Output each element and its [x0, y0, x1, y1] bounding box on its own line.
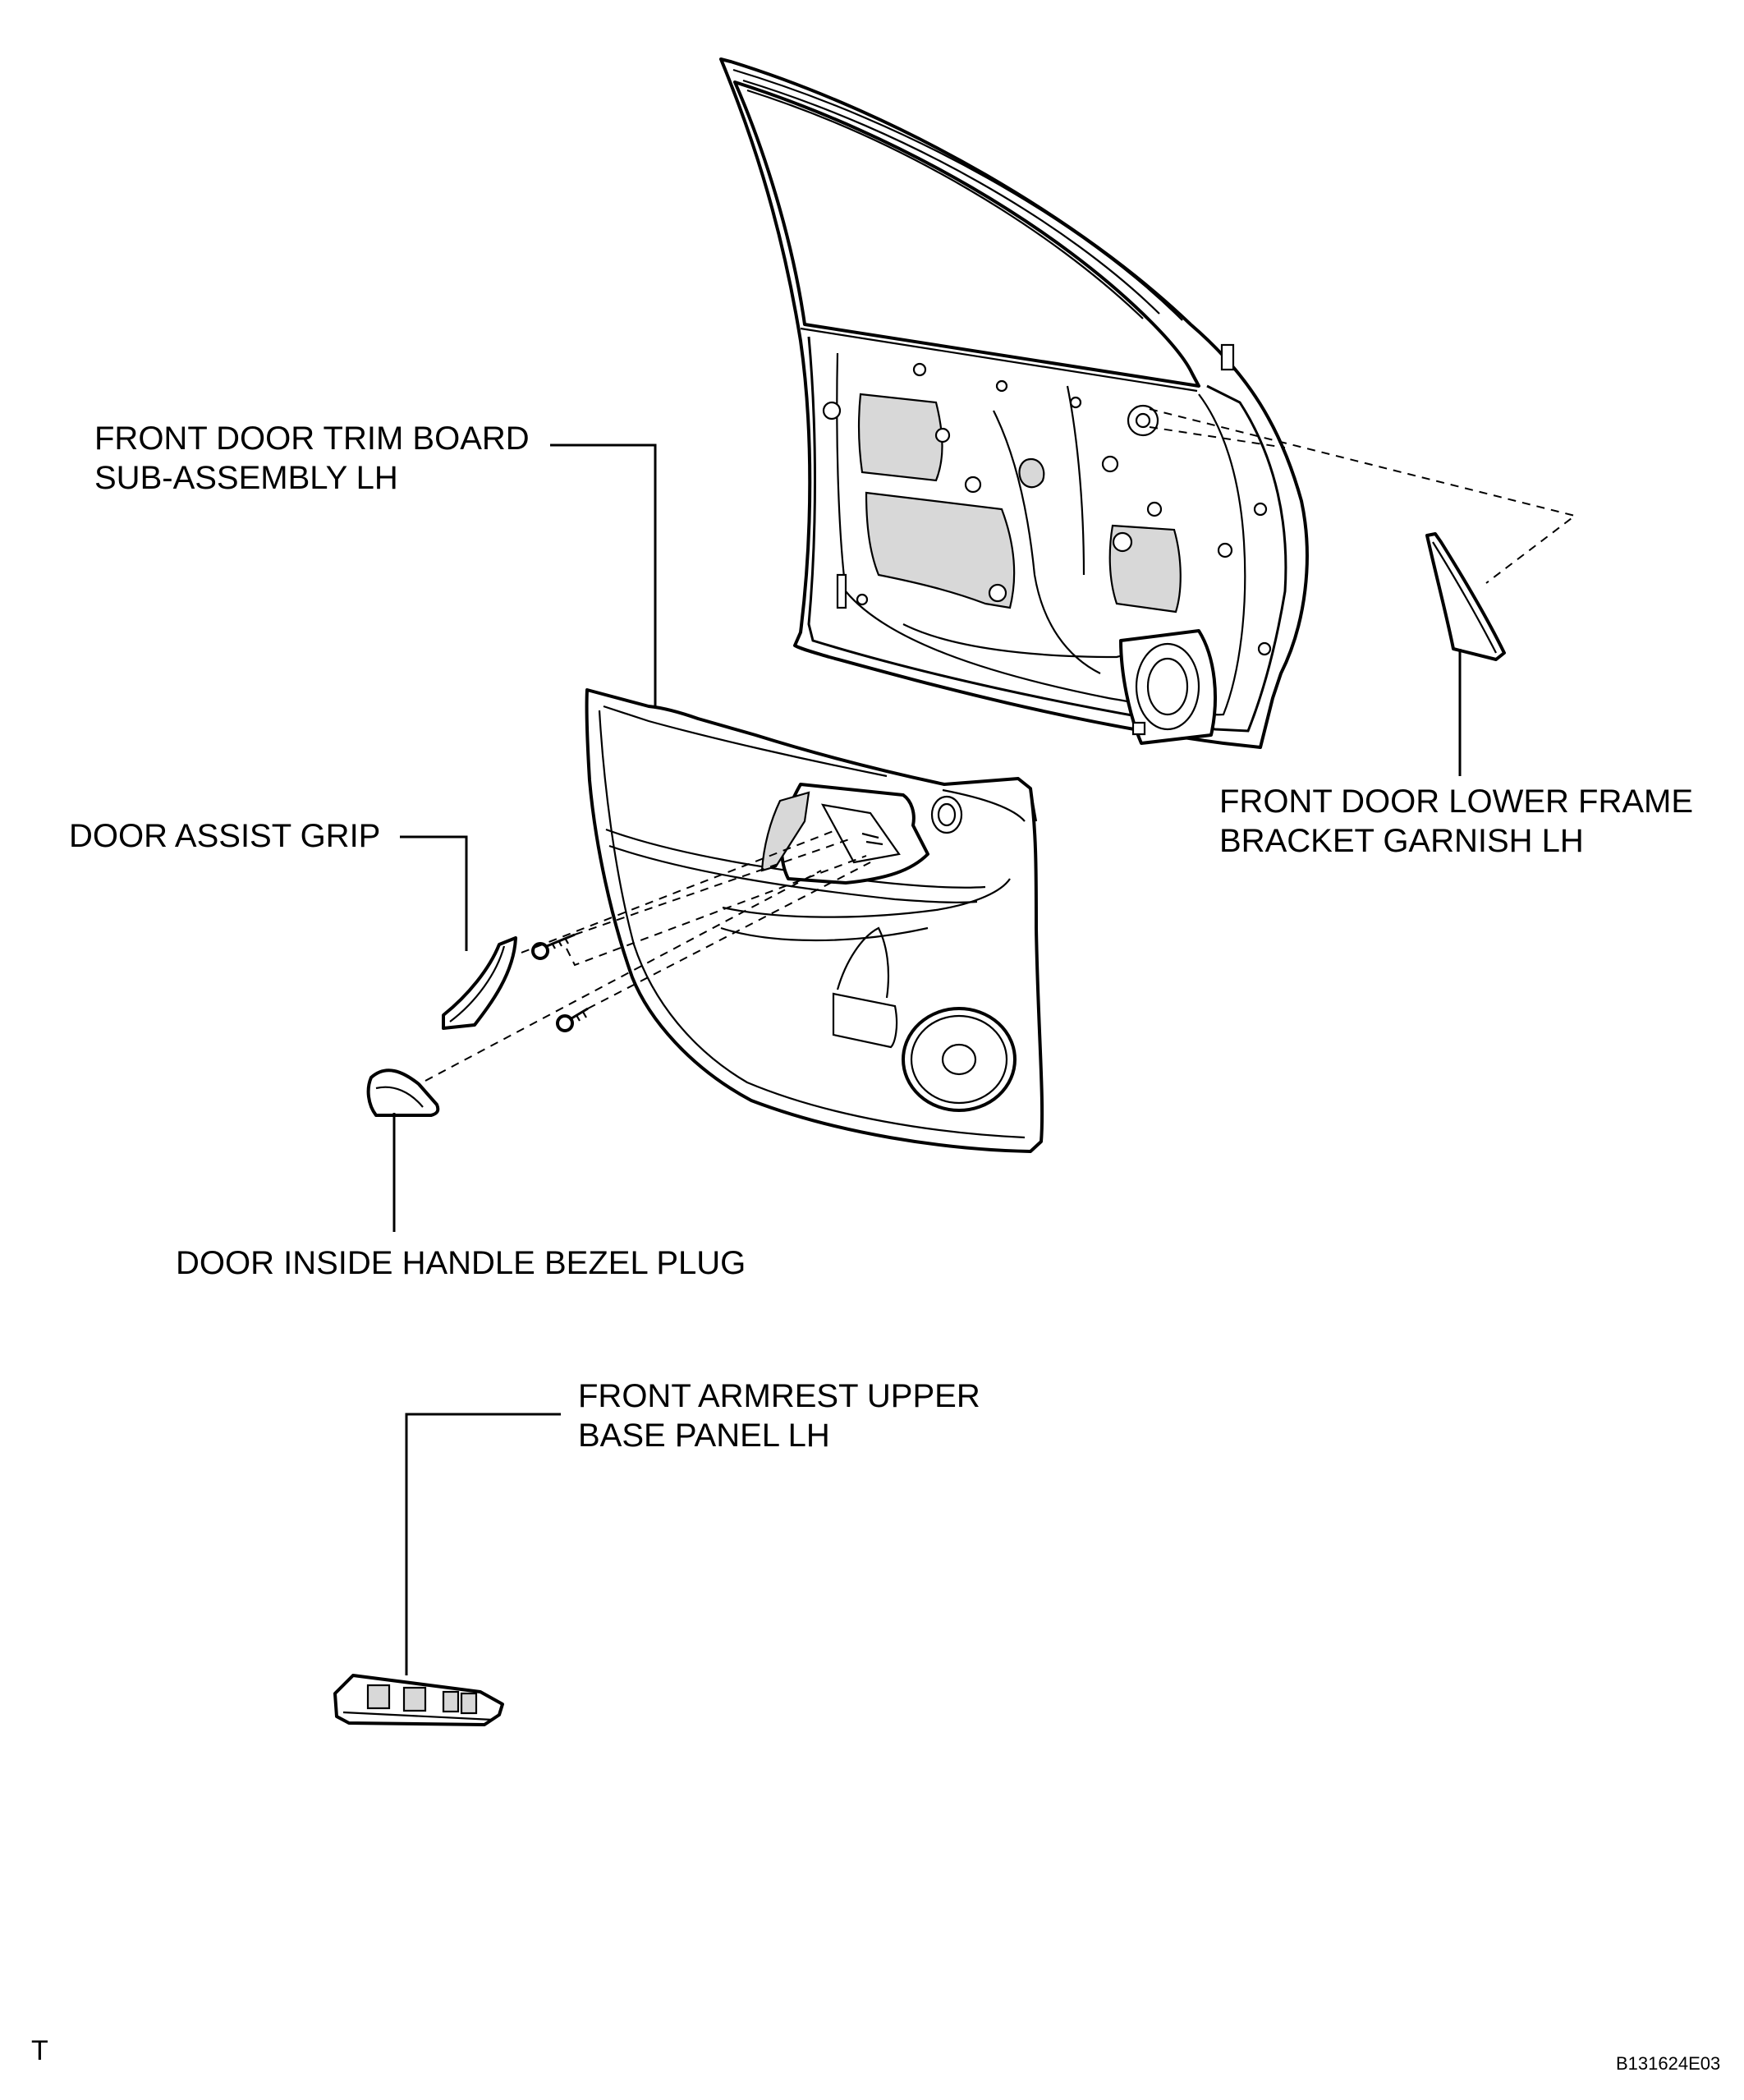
label-line-1: FRONT ARMREST UPPER: [578, 1378, 980, 1414]
screw-lower: [556, 1007, 589, 1032]
label-line-2: BRACKET GARNISH LH: [1219, 823, 1584, 859]
label-door-assist-grip: DOOR ASSIST GRIP: [69, 816, 380, 856]
label-front-armrest-upper-base-panel: FRONT ARMREST UPPER BASE PANEL LH: [578, 1376, 980, 1455]
label-door-inside-handle-bezel-plug: DOOR INSIDE HANDLE BEZEL PLUG: [176, 1243, 746, 1283]
label-line-1: FRONT DOOR LOWER FRAME: [1219, 783, 1694, 820]
leader-lines: [392, 443, 1462, 1675]
label-line-2: BASE PANEL LH: [578, 1418, 830, 1454]
label-front-door-lower-frame-bracket-garnish: FRONT DOOR LOWER FRAME BRACKET GARNISH L…: [1219, 782, 1693, 861]
door-panel: [719, 57, 1309, 749]
assembly-guide-lines: [425, 408, 1577, 1082]
figure-id: B131624E03: [1616, 2053, 1721, 2074]
label-line-2: SUB-ASSEMBLY LH: [94, 460, 398, 496]
label-line-1: DOOR INSIDE HANDLE BEZEL PLUG: [176, 1245, 746, 1281]
label-line-1: FRONT DOOR TRIM BOARD: [94, 420, 530, 457]
door-assist-grip: [442, 936, 517, 1030]
corner-mark: T: [31, 2035, 48, 2066]
armrest-upper-base-panel: [333, 1674, 504, 1726]
label-line-1: DOOR ASSIST GRIP: [69, 818, 381, 854]
label-front-door-trim-board: FRONT DOOR TRIM BOARD SUB-ASSEMBLY LH: [94, 419, 530, 498]
lower-frame-bracket-garnish: [1425, 532, 1506, 661]
trim-board: [585, 688, 1044, 1153]
door-inside-handle-bezel-plug: [366, 1068, 440, 1117]
